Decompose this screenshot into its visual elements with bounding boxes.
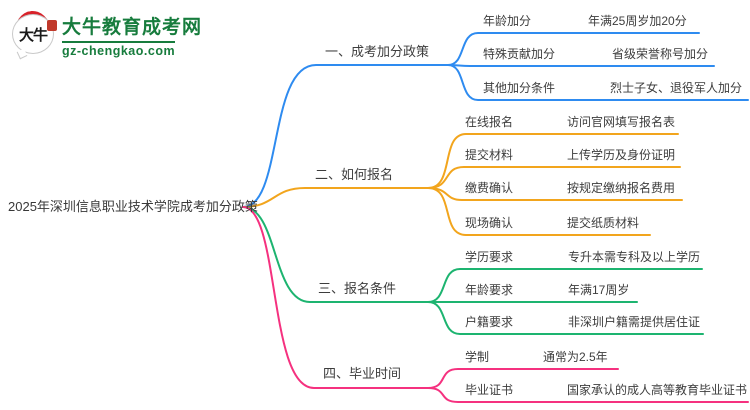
- branch1-sub3-connector: [447, 64, 749, 101]
- branch1-child2-label: 特殊贡献加分: [483, 47, 556, 61]
- branch2-child1-value: 访问官网填写报名表: [567, 115, 676, 129]
- branch4-child2-label: 毕业证书: [465, 383, 514, 397]
- branch1-child3-label: 其他加分条件: [483, 81, 556, 95]
- branch4-child1-label: 学制: [465, 350, 490, 364]
- branch4-child2-value: 国家承认的成人高等教育毕业证书: [567, 383, 748, 397]
- branch2-child2-label: 提交材料: [465, 148, 514, 162]
- branch1-child1-label: 年龄加分: [483, 14, 532, 28]
- branch2-sub4-connector: [427, 187, 651, 236]
- branch2-child2-value: 上传学历及身份证明: [567, 148, 676, 162]
- branch3-child1-value: 专升本需专科及以上学历: [568, 250, 701, 264]
- branch3-child3-value: 非深圳户籍需提供居住证: [568, 315, 701, 329]
- branch2-child4-label: 现场确认: [465, 216, 514, 230]
- branch3-label: 三、报名条件: [318, 281, 397, 296]
- branch3-child2-value: 年满17周岁: [568, 283, 630, 297]
- branch4-label: 四、毕业时间: [323, 366, 402, 381]
- logo-icon-text: 大牛: [18, 26, 48, 44]
- branch1-child2-value: 省级荣誉称号加分: [612, 47, 709, 61]
- logo-site-name: 大牛教育成考网: [62, 17, 203, 38]
- branch2-child4-value: 提交纸质材料: [567, 216, 640, 230]
- site-logo[interactable]: 大牛 大牛教育成考网 gz-chengkao.com: [12, 9, 203, 60]
- branch1-sub1-connector: [447, 32, 700, 66]
- branch2-child3-label: 缴费确认: [465, 181, 514, 195]
- branch1-child3-value: 烈士子女、退役军人加分: [610, 81, 743, 95]
- logo-red-seal: [47, 20, 57, 31]
- branch2-child1-label: 在线报名: [465, 115, 514, 129]
- branch2-main-connector: [242, 187, 429, 208]
- branch4-sub2-connector: [427, 387, 749, 403]
- branch3-sub1-connector: [427, 268, 703, 303]
- branch1-sub2-connector: [447, 64, 715, 67]
- branch2-label: 二、如何报名: [315, 167, 394, 182]
- branch2-sub2-connector: [427, 166, 681, 189]
- branch4-main-connector: [242, 206, 429, 389]
- branch3-child1-label: 学历要求: [465, 250, 514, 264]
- branch3-child3-label: 户籍要求: [465, 315, 514, 329]
- logo-icon: 大牛: [12, 9, 57, 60]
- branch2-child3-value: 按规定缴纳报名费用: [567, 181, 676, 195]
- branch1-main-connector: [242, 64, 449, 208]
- branch2-sub1-connector: [427, 133, 679, 189]
- branch3-main-connector: [242, 206, 429, 303]
- branch4-sub1-connector: [427, 368, 619, 389]
- branch1-label: 一、成考加分政策: [325, 44, 430, 59]
- branch3-sub3-connector: [427, 301, 704, 335]
- branch3-child2-label: 年龄要求: [465, 283, 514, 297]
- branch4-child1-value: 通常为2.5年: [543, 350, 608, 364]
- root-topic: 2025年深圳信息职业技术学院成考加分政策: [8, 199, 258, 214]
- logo-site-domain: gz-chengkao.com: [62, 41, 176, 58]
- branch1-child1-value: 年满25周岁加20分: [588, 14, 687, 28]
